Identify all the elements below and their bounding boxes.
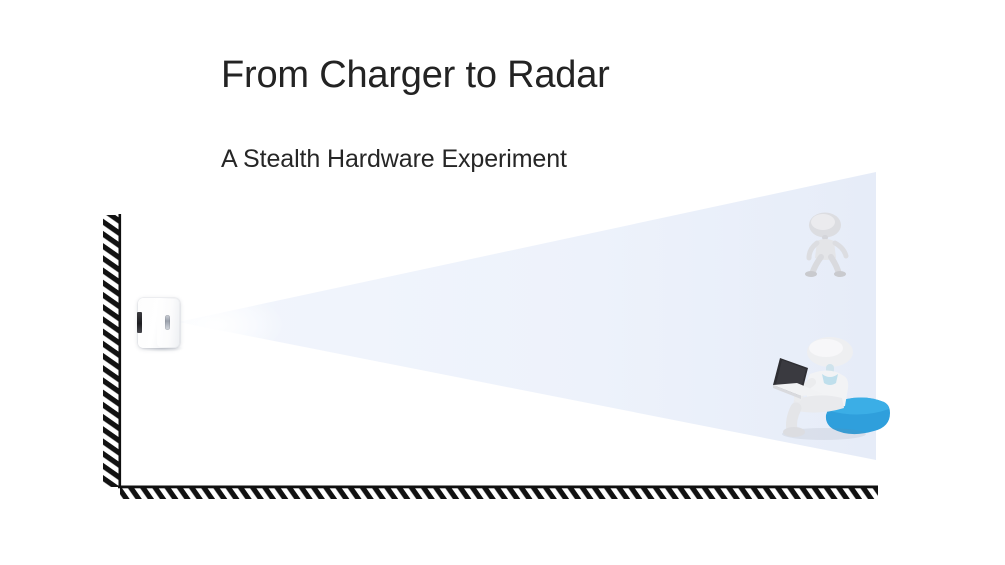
charger-prong-slot-icon [137,312,142,333]
walking-person [805,212,849,277]
wall [103,214,122,488]
sitting-person [773,337,890,440]
charger-device[interactable] [137,298,184,352]
laptop [773,358,823,399]
radar-beam-cone [145,172,876,460]
page-subtitle: A Stealth Hardware Experiment [221,145,567,173]
charger-body [137,298,180,348]
floor [118,485,878,499]
page-title: From Charger to Radar [221,54,610,96]
usb-c-port-icon [165,315,170,330]
charger-shadow [140,345,184,352]
